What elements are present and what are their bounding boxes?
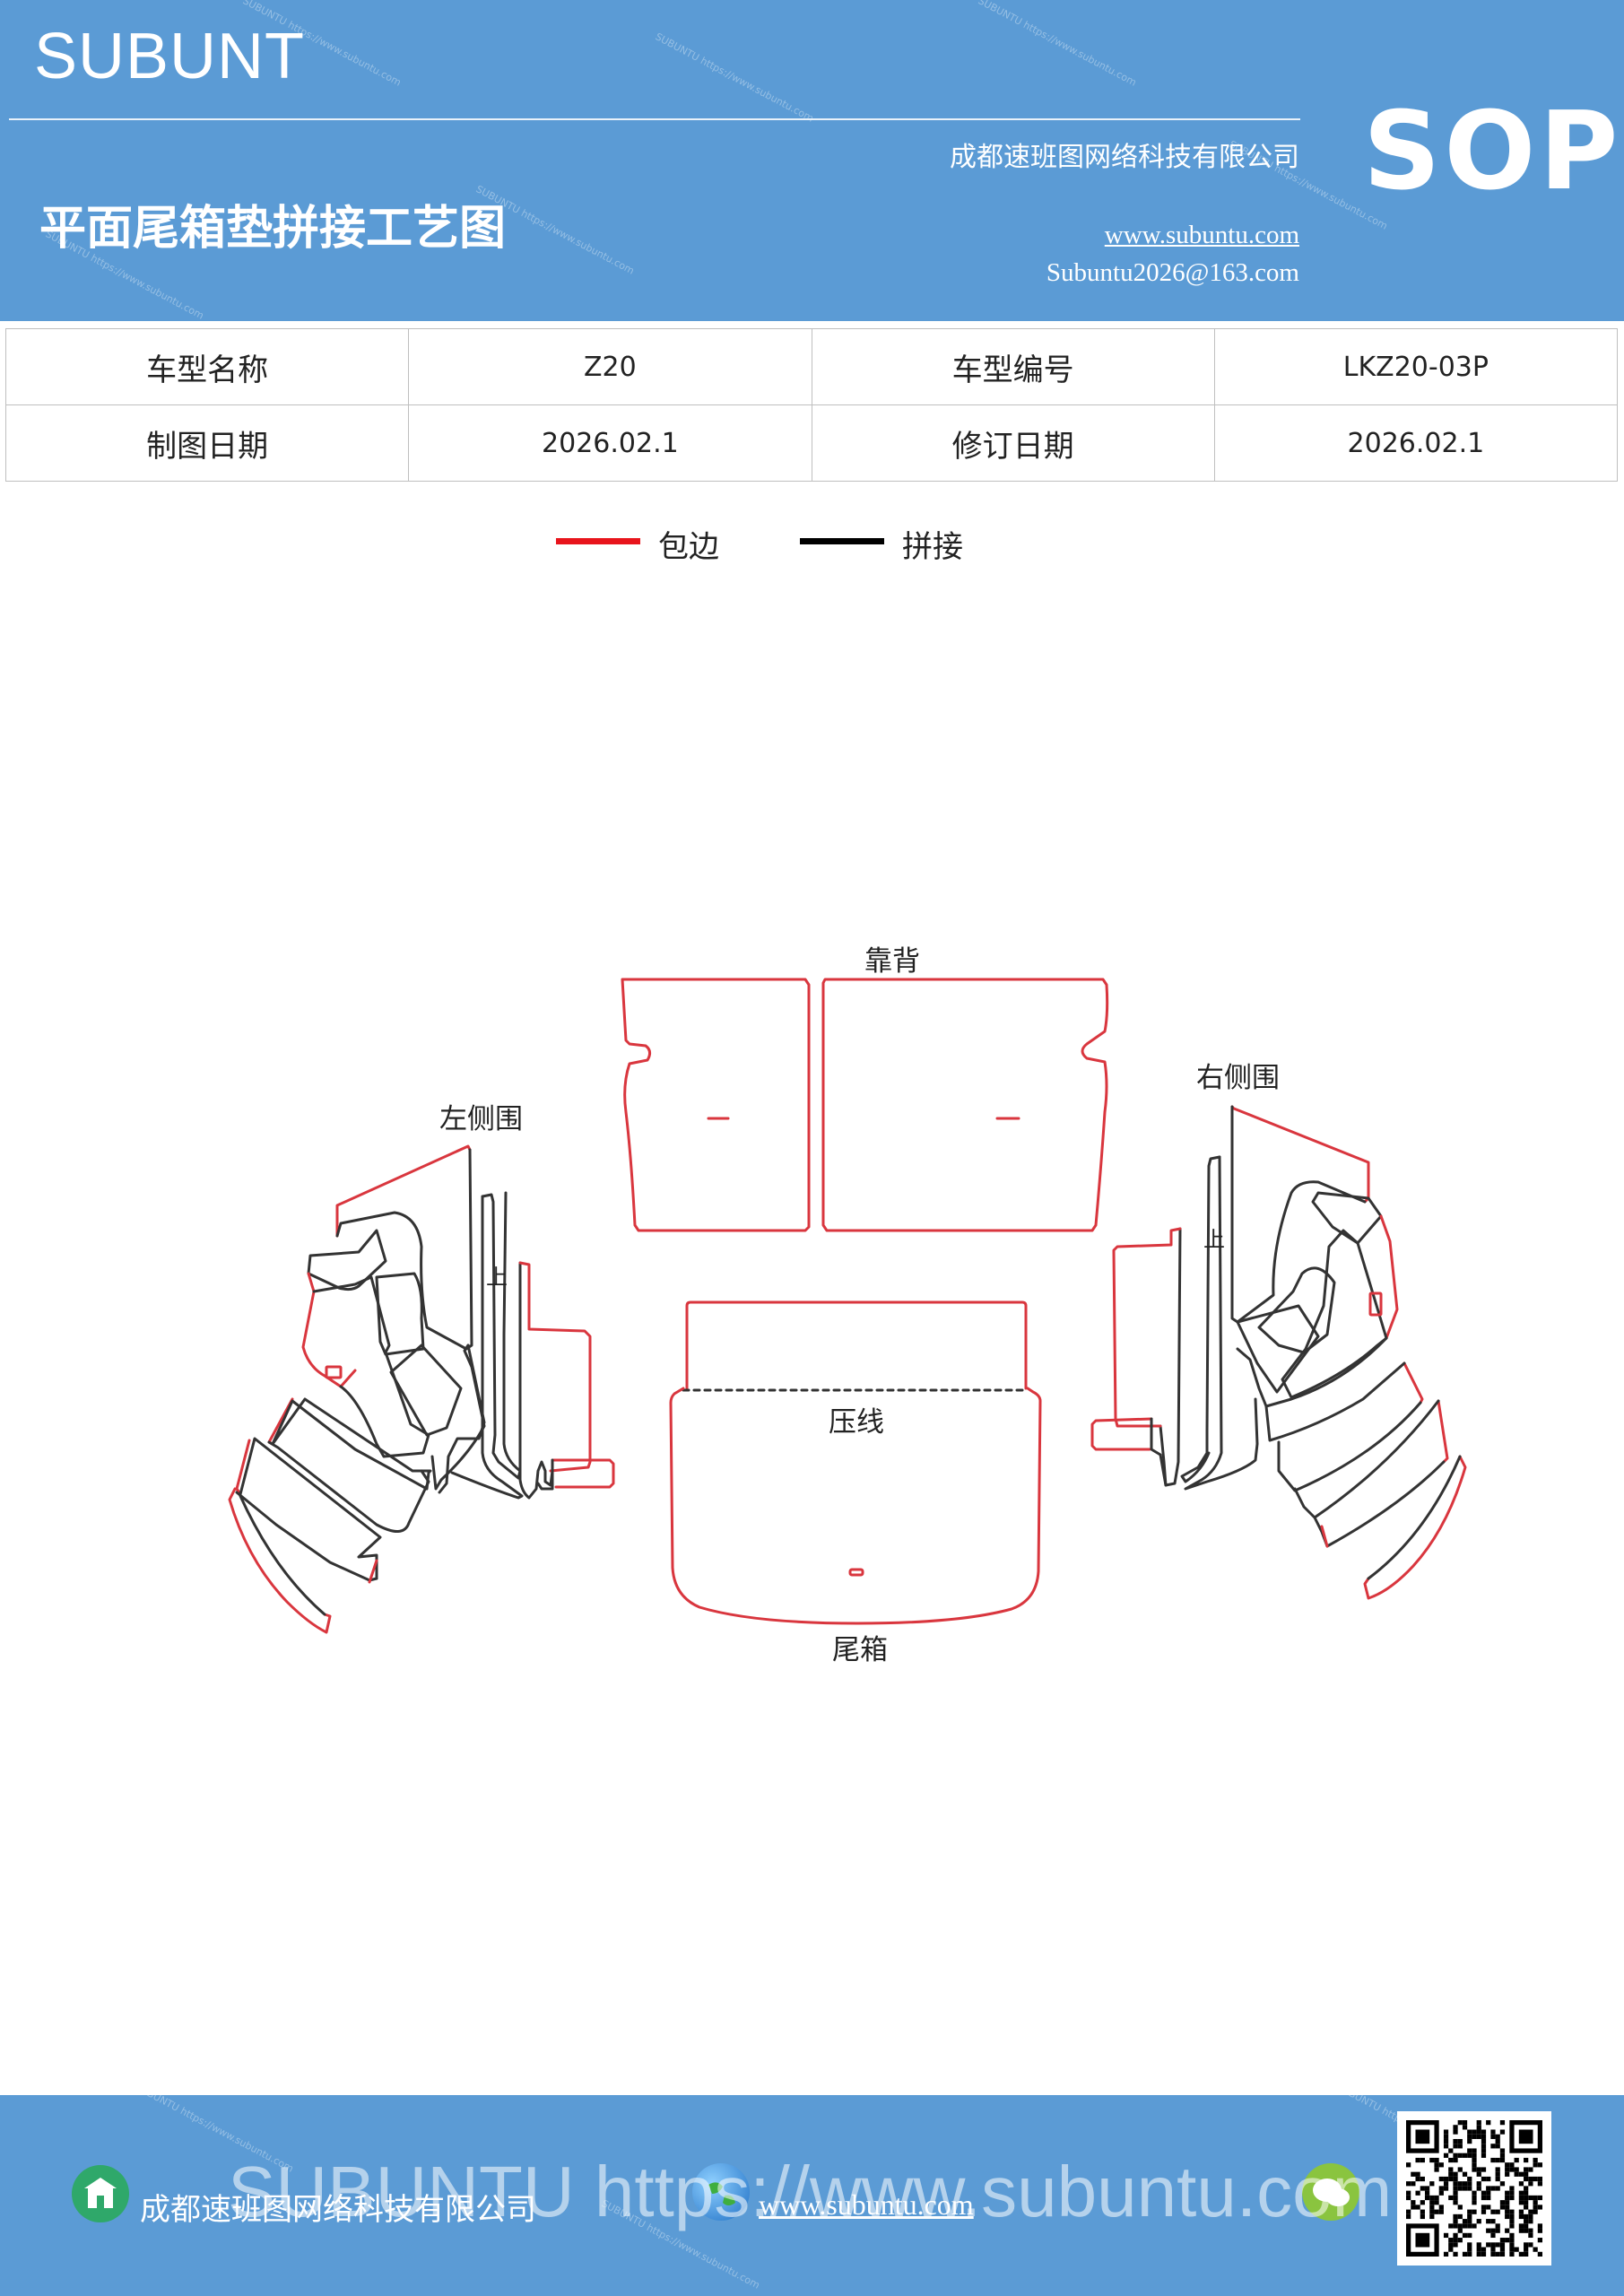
- email-address[interactable]: Subuntu2026@163.com: [1046, 258, 1299, 287]
- legend-swatch-binding: [556, 538, 640, 544]
- table-value: 2026.02.1: [1213, 404, 1619, 482]
- wechat-icon: [1302, 2163, 1359, 2221]
- right-side-bottom-edge: [1363, 1455, 1467, 1600]
- trunk-floor: [669, 1387, 1042, 1625]
- left-side-seam: [389, 1344, 463, 1437]
- table-value: LKZ20-03P: [1213, 328, 1619, 405]
- trunk-handle: [848, 1568, 864, 1577]
- footer-watermark: SUBUNTU https://www.subuntu.com: [228, 2152, 1393, 2231]
- legend-swatch-seam: [800, 538, 884, 544]
- left-side-seam: [271, 1397, 432, 1491]
- building-icon: [72, 2165, 129, 2222]
- right-side-seam: [1281, 1229, 1388, 1399]
- left-side-seam: [307, 1229, 387, 1292]
- label-crease: 压线: [829, 1406, 884, 1439]
- left-side-seam: [239, 1494, 326, 1616]
- legend-label-binding: 包边: [658, 529, 719, 565]
- left-vertical-strip: [481, 1191, 522, 1480]
- table-label: 修订日期: [811, 404, 1215, 482]
- right-side-seam: [1293, 1399, 1440, 1519]
- table-row: 车型名称 Z20 车型编号 LKZ20-03P: [4, 328, 1619, 405]
- backrest-left-panel: [621, 978, 811, 1232]
- company-name: 成都速班图网络科技有限公司: [950, 142, 1299, 173]
- globe-icon: [692, 2163, 750, 2221]
- legend: 包边 拼接: [0, 522, 1624, 576]
- left-side-seam: [375, 1272, 425, 1356]
- table-label: 车型名称: [4, 328, 410, 405]
- header-banner: SUBUNTU https://www.subuntu.com SUBUNTU …: [0, 0, 1624, 321]
- left-side-slot: [325, 1365, 343, 1379]
- table-value: Z20: [408, 328, 812, 405]
- left-side-lower-edge: [368, 1559, 378, 1584]
- label-trunk: 尾箱: [832, 1634, 888, 1666]
- vehicle-info-table: 车型名称 Z20 车型编号 LKZ20-03P 制图日期 2026.02.1 修…: [4, 328, 1619, 482]
- right-side-lower-edge: [1320, 1525, 1329, 1548]
- right-side-seam: [1257, 1266, 1336, 1354]
- left-vertical-strip: [518, 1261, 554, 1500]
- left-side-seam: [239, 1437, 382, 1580]
- right-tab: [1090, 1417, 1153, 1451]
- footer-company-name: 成都速班图网络科技有限公司: [140, 2192, 536, 2228]
- left-side-seam: [267, 1440, 430, 1533]
- table-value: 2026.02.1: [408, 404, 812, 482]
- left-side-seam: [235, 1491, 378, 1582]
- right-vertical-strip: [1180, 1155, 1221, 1483]
- right-side-seam: [1236, 1347, 1268, 1408]
- footer-banner: SUBUNTU https://www.subuntu.com SUBUNTU …: [0, 2095, 1624, 2296]
- left-vertical-strip: [450, 1195, 524, 1500]
- trunk-flap: [685, 1300, 1028, 1390]
- right-side-seam: [1230, 1105, 1367, 1324]
- label-right-side: 右侧围: [1196, 1062, 1280, 1094]
- right-tab-seam: [1150, 1417, 1168, 1487]
- left-tab: [551, 1458, 615, 1489]
- table-label: 制图日期: [4, 404, 410, 482]
- sop-badge: SOP: [1363, 90, 1622, 214]
- footer-website-link[interactable]: www.subuntu.com: [759, 2188, 974, 2221]
- left-side-top-edge: [335, 1144, 472, 1238]
- right-vertical-strip: [1159, 1227, 1182, 1487]
- table-row: 制图日期 2026.02.1 修订日期 2026.02.1: [4, 404, 1619, 482]
- brand-name: SUBUNT: [34, 21, 306, 92]
- right-vertical-strip: [1184, 1155, 1259, 1491]
- right-side-seam: [1311, 1191, 1383, 1245]
- legend-label-seam: 拼接: [902, 529, 963, 565]
- right-side-slot: [1368, 1292, 1383, 1317]
- qr-code: [1397, 2111, 1551, 2266]
- right-side-lower-edge: [1437, 1399, 1449, 1464]
- left-vertical-strip-edge: [518, 1261, 592, 1473]
- right-side-seam: [1367, 1455, 1462, 1580]
- label-backrest: 靠背: [864, 945, 920, 978]
- label-up-right: 上: [1203, 1227, 1225, 1252]
- left-side-bottom-edge: [228, 1487, 332, 1634]
- page-title: 平面尾箱垫拼接工艺图: [39, 202, 507, 256]
- label-up-left: 上: [486, 1265, 508, 1290]
- left-side-lower-edge: [235, 1439, 251, 1496]
- left-tab-seam: [536, 1458, 554, 1491]
- left-side-seam: [335, 1148, 473, 1351]
- header-divider: [9, 118, 1300, 120]
- backrest-right-panel: [821, 978, 1109, 1232]
- left-side-seam: [312, 1275, 430, 1458]
- right-side-top-edge: [1230, 1105, 1370, 1204]
- left-side-edge: [301, 1272, 357, 1388]
- website-link[interactable]: www.subuntu.com: [1104, 221, 1299, 249]
- table-label: 车型编号: [811, 328, 1215, 405]
- right-side-edge: [1379, 1214, 1399, 1340]
- left-side-seam: [438, 1344, 486, 1494]
- right-side-lower-edge: [1403, 1361, 1424, 1405]
- right-vertical-strip-edge: [1112, 1227, 1182, 1428]
- right-side-seam: [1236, 1304, 1320, 1394]
- label-left-side: 左侧围: [439, 1103, 523, 1135]
